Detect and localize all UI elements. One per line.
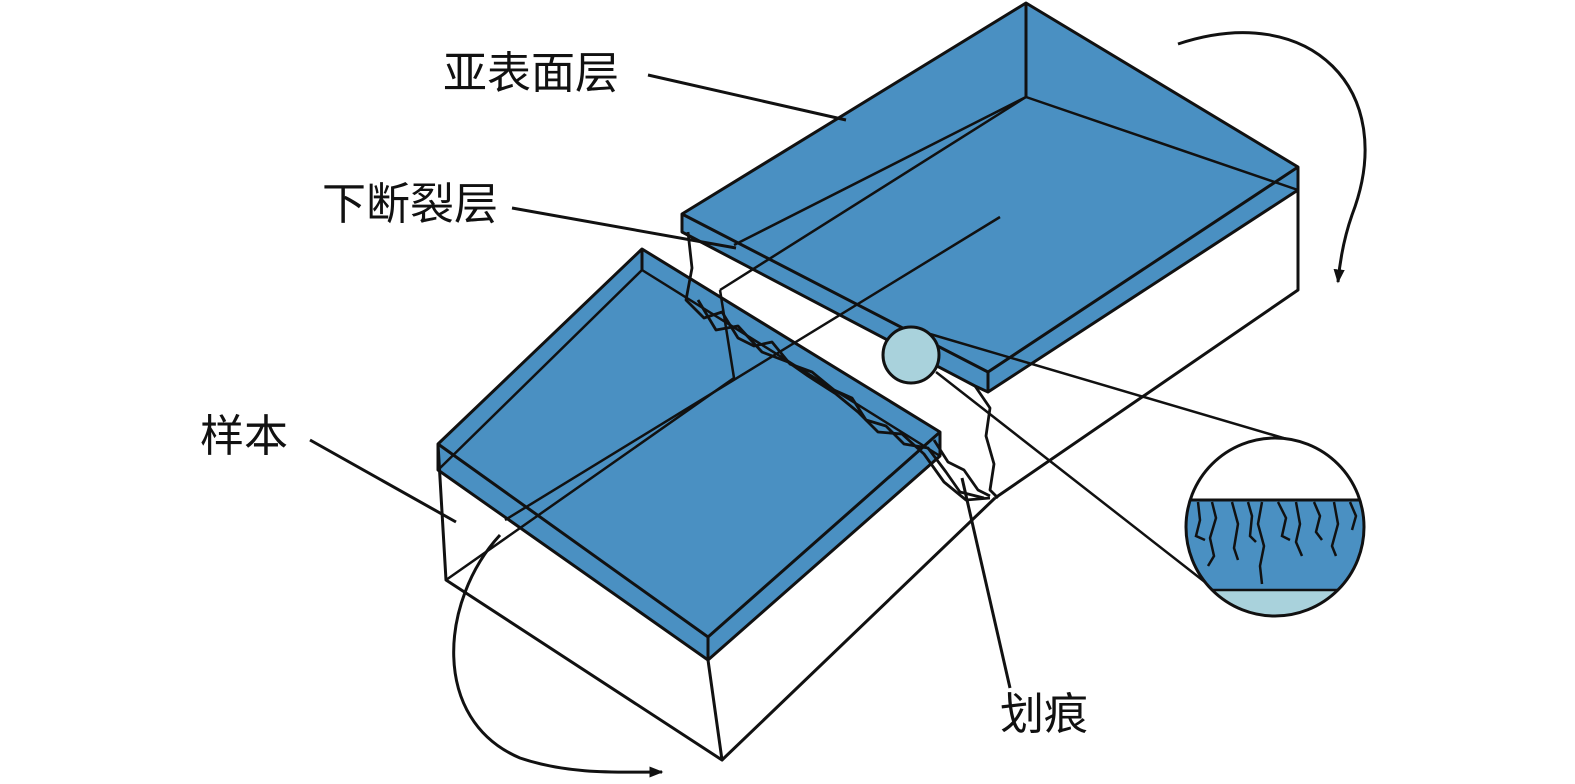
leader-sample: [309, 438, 457, 524]
zoom-lines: [929, 332, 1291, 587]
right-block: [680, 1, 1300, 500]
scratch-label: 划痕: [1000, 689, 1088, 740]
magnifier: [1184, 436, 1366, 618]
leader-lines: [309, 73, 1012, 689]
crack-lines: [684, 231, 999, 502]
leader-subsurface: [647, 73, 847, 122]
rotation-arrow-right: [1177, 31, 1367, 284]
scratch-detail-circle: [881, 325, 941, 385]
sample-label: 样本: [200, 411, 288, 462]
subsurface-layer-label: 亚表面层: [443, 48, 619, 99]
rotation-arrow-left: [452, 533, 664, 778]
microcracks: [1194, 501, 1358, 585]
leader-scratch: [960, 477, 1012, 689]
left-block: [436, 215, 1001, 762]
leader-fracture: [511, 206, 737, 250]
fracture-layer-label: 下断裂层: [322, 179, 498, 230]
